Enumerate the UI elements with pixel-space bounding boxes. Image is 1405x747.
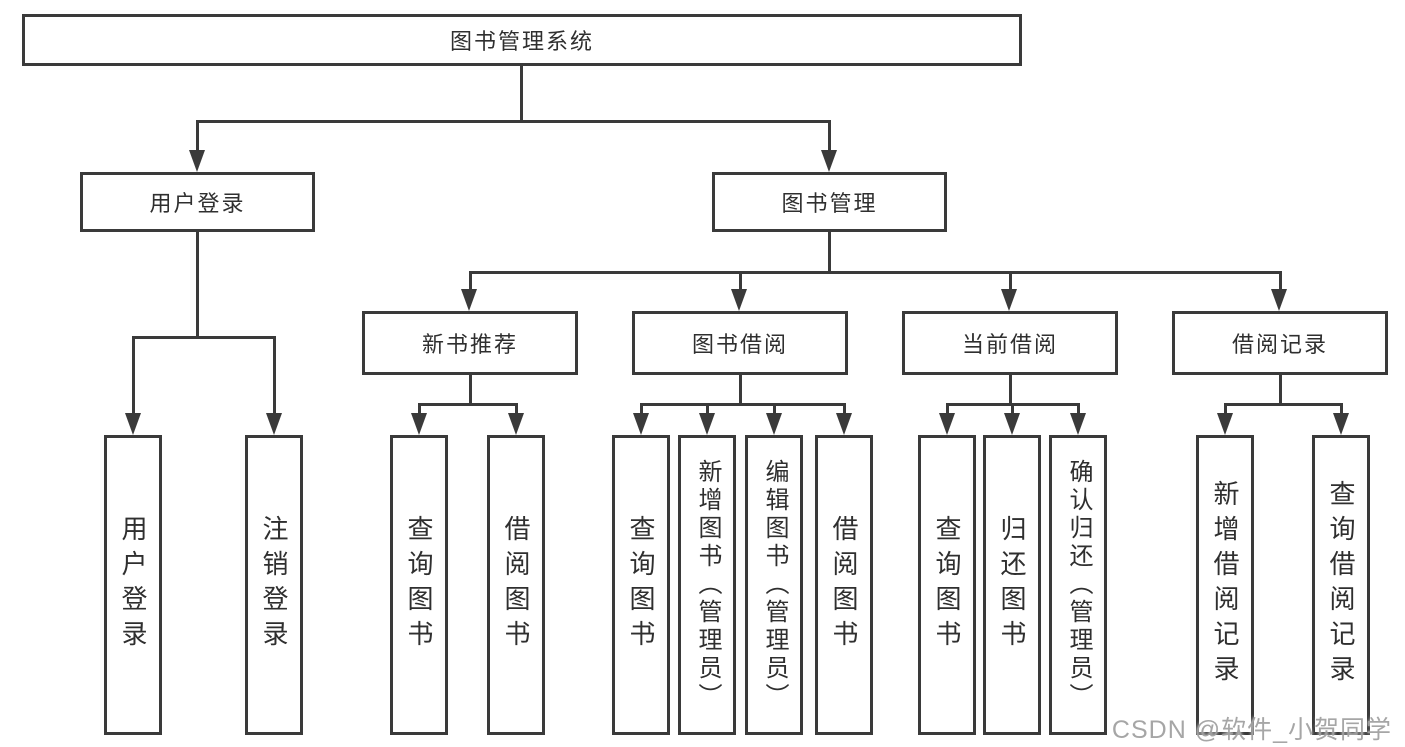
node-book-borrowing: 图书借阅 — [632, 311, 848, 375]
arrowhead-down-icon — [125, 413, 141, 435]
node-user-login: 用户登录 — [80, 172, 315, 232]
connector-drop — [1009, 271, 1012, 291]
leaf-query-books-recommend: 查询图书 — [390, 435, 448, 735]
connector-bus — [1224, 403, 1343, 406]
connector-drop — [1340, 403, 1343, 415]
arrowhead-down-icon — [266, 413, 282, 435]
node-label: 新书推荐 — [421, 332, 518, 357]
leaf-return-book: 归还图书 — [983, 435, 1041, 735]
leaf-label: 借阅图书 — [501, 515, 531, 655]
leaf-confirm-return-admin: 确认归还（管理员） — [1049, 435, 1107, 735]
arrowhead-down-icon — [939, 413, 955, 435]
connector-bus-level3 — [469, 271, 1282, 274]
node-label: 图书管理系统 — [449, 29, 594, 54]
leaf-label: 查询图书 — [626, 515, 656, 655]
connector-root-trunk — [520, 66, 523, 123]
leaf-label: 查询图书 — [404, 515, 434, 655]
connector-drop — [828, 120, 831, 153]
node-root: 图书管理系统 — [22, 14, 1022, 66]
node-borrowing-records: 借阅记录 — [1172, 311, 1388, 375]
connector-user-login-trunk — [196, 232, 199, 339]
connector-bus-user-login — [132, 336, 276, 339]
leaf-user-login: 用户登录 — [104, 435, 162, 735]
leaf-add-book-admin: 新增图书（管理员） — [678, 435, 736, 735]
connector-drop — [640, 403, 643, 415]
arrowhead-down-icon — [1271, 289, 1287, 311]
connector-bus-level2 — [196, 120, 831, 123]
leaf-borrow-books-recommend: 借阅图书 — [487, 435, 545, 735]
connector-trunk — [1279, 375, 1282, 406]
leaf-query-books-borrowing: 查询图书 — [612, 435, 670, 735]
arrowhead-down-icon — [633, 413, 649, 435]
connector-drop — [773, 403, 776, 415]
arrowhead-down-icon — [1070, 413, 1086, 435]
connector-drop — [132, 336, 135, 415]
leaf-label: 查询图书 — [932, 515, 962, 655]
leaf-label: 借阅图书 — [829, 515, 859, 655]
connector-drop — [1077, 403, 1080, 415]
connector-drop — [739, 271, 742, 291]
arrowhead-down-icon — [699, 413, 715, 435]
leaf-label: 编辑图书（管理员） — [761, 459, 788, 711]
connector-drop — [706, 403, 709, 415]
connector-drop — [1279, 271, 1282, 291]
connector-drop — [843, 403, 846, 415]
leaf-query-books-current: 查询图书 — [918, 435, 976, 735]
arrowhead-down-icon — [508, 413, 524, 435]
node-label: 用户登录 — [149, 191, 246, 216]
arrowhead-down-icon — [1004, 413, 1020, 435]
node-label: 当前借阅 — [961, 332, 1058, 357]
node-label: 借阅记录 — [1231, 332, 1328, 357]
connector-drop — [469, 271, 472, 291]
leaf-label: 归还图书 — [997, 515, 1027, 655]
node-label: 图书管理 — [781, 191, 878, 216]
arrowhead-down-icon — [1217, 413, 1233, 435]
connector-drop — [418, 403, 421, 415]
connector-drop — [273, 336, 276, 415]
connector-book-management-trunk — [828, 232, 831, 274]
arrowhead-down-icon — [1333, 413, 1349, 435]
connector-drop — [196, 120, 199, 153]
arrowhead-down-icon — [461, 289, 477, 311]
arrowhead-down-icon — [836, 413, 852, 435]
connector-drop — [515, 403, 518, 415]
connector-trunk — [739, 375, 742, 406]
connector-bus — [418, 403, 518, 406]
node-new-book-recommendation: 新书推荐 — [362, 311, 578, 375]
connector-drop — [1224, 403, 1227, 415]
watermark-text: CSDN @软件_小贺同学 — [1111, 716, 1392, 744]
connector-drop — [1011, 403, 1014, 415]
arrowhead-down-icon — [189, 150, 205, 172]
connector-trunk — [1009, 375, 1012, 406]
arrowhead-down-icon — [1001, 289, 1017, 311]
connector-bus — [640, 403, 846, 406]
connector-trunk — [469, 375, 472, 406]
leaf-query-borrow-record: 查询借阅记录 — [1312, 435, 1370, 735]
arrowhead-down-icon — [821, 150, 837, 172]
leaf-label: 确认归还（管理员） — [1065, 459, 1092, 711]
arrowhead-down-icon — [411, 413, 427, 435]
node-current-borrowing: 当前借阅 — [902, 311, 1118, 375]
leaf-add-borrow-record: 新增借阅记录 — [1196, 435, 1254, 735]
leaf-logout: 注销登录 — [245, 435, 303, 735]
leaf-edit-book-admin: 编辑图书（管理员） — [745, 435, 803, 735]
connector-drop — [946, 403, 949, 415]
node-book-management: 图书管理 — [712, 172, 947, 232]
leaf-label: 注销登录 — [259, 515, 289, 655]
arrowhead-down-icon — [731, 289, 747, 311]
leaf-label: 新增借阅记录 — [1210, 480, 1240, 690]
arrowhead-down-icon — [766, 413, 782, 435]
leaf-borrow-books-borrowing: 借阅图书 — [815, 435, 873, 735]
node-label: 图书借阅 — [691, 332, 788, 357]
leaf-label: 新增图书（管理员） — [694, 459, 721, 711]
leaf-label: 用户登录 — [118, 515, 148, 655]
leaf-label: 查询借阅记录 — [1326, 480, 1356, 690]
